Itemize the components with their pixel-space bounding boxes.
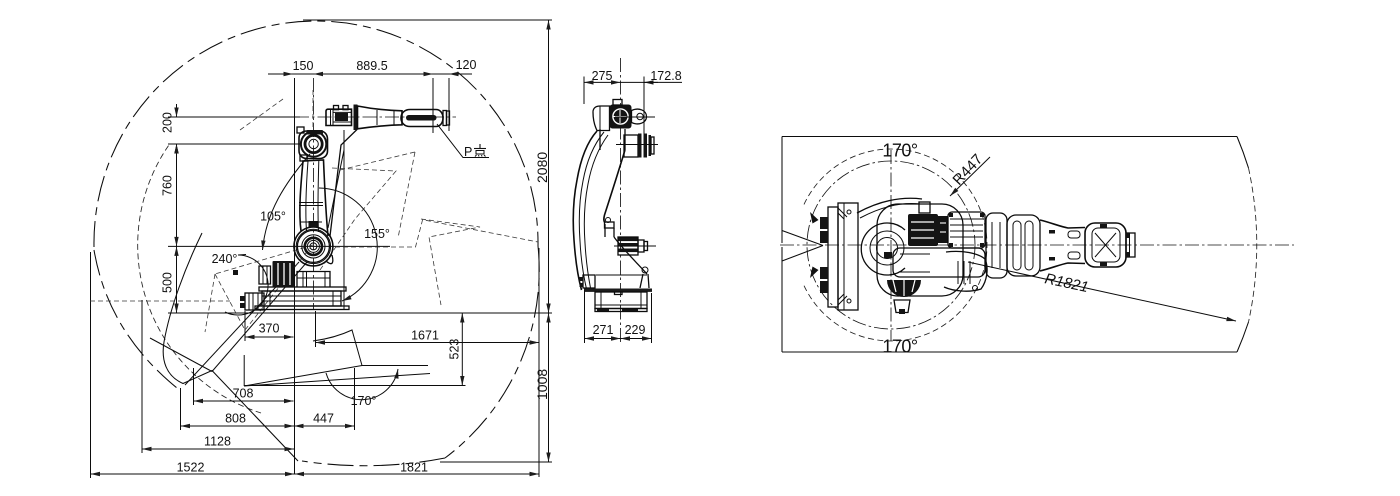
svg-text:500: 500 xyxy=(161,272,175,293)
svg-text:P: P xyxy=(464,145,472,159)
svg-text:170°: 170° xyxy=(882,141,918,161)
svg-text:271: 271 xyxy=(593,323,614,337)
svg-text:200: 200 xyxy=(161,112,175,133)
svg-text:150: 150 xyxy=(293,59,314,73)
svg-text:447: 447 xyxy=(313,412,334,426)
svg-text:229: 229 xyxy=(625,323,646,337)
svg-text:808: 808 xyxy=(225,412,246,426)
svg-text:1522: 1522 xyxy=(177,461,205,475)
svg-text:240°: 240° xyxy=(212,252,238,266)
svg-text:275: 275 xyxy=(592,69,613,83)
svg-text:1671: 1671 xyxy=(411,329,439,343)
svg-text:1128: 1128 xyxy=(204,435,231,449)
svg-text:1821: 1821 xyxy=(400,461,428,475)
svg-text:120: 120 xyxy=(456,58,477,72)
svg-text:889.5: 889.5 xyxy=(356,59,387,73)
svg-text:170°: 170° xyxy=(351,394,377,408)
svg-text:155°: 155° xyxy=(364,227,390,241)
svg-text:172.8: 172.8 xyxy=(650,69,681,83)
svg-text:170°: 170° xyxy=(882,337,918,357)
svg-text:708: 708 xyxy=(233,387,254,401)
svg-text:523: 523 xyxy=(448,339,462,360)
svg-text:760: 760 xyxy=(161,175,175,196)
svg-text:2080: 2080 xyxy=(534,152,550,183)
svg-text:105°: 105° xyxy=(260,210,286,224)
svg-text:1008: 1008 xyxy=(534,369,550,400)
svg-text:370: 370 xyxy=(259,322,280,336)
